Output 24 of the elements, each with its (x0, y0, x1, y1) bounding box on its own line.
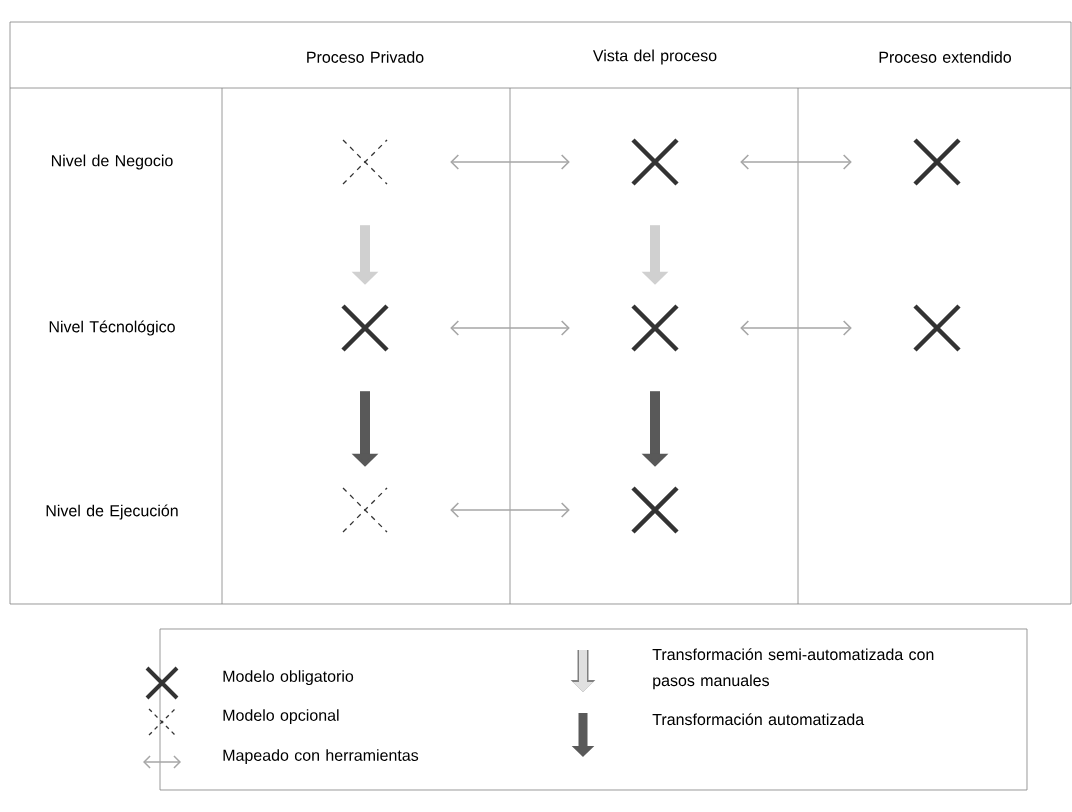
dashed-cross-mark (342, 139, 388, 185)
cross-mark (912, 303, 962, 353)
legend-text: Mapeado con herramientas (223, 749, 419, 765)
cross-mark (630, 485, 680, 535)
dashed-cross-mark (342, 487, 388, 533)
double-arrow (740, 320, 852, 336)
column-header: Vista del proceso (592, 49, 717, 65)
row-label: Nivel Técnológico (49, 320, 175, 336)
cross-mark (340, 303, 390, 353)
double-arrow (450, 320, 570, 336)
legend-text: Transformación automatizada (652, 713, 865, 726)
cross-mark (630, 137, 680, 187)
legend-text: Modelo opcional (223, 709, 339, 725)
column-header: Proceso extendido (879, 51, 1011, 63)
cross-mark (912, 137, 962, 187)
column-header: Proceso Privado (307, 51, 424, 63)
legend-text: Transformación semi-automatizada con pasos manuales (652, 648, 934, 690)
double-arrow (450, 154, 570, 170)
cross-mark (630, 303, 680, 353)
double-arrow (740, 154, 852, 170)
row-label: Nivel de Ejecución (46, 504, 178, 520)
legend-text: Modelo obligatorio (223, 670, 354, 686)
row-label: Nivel de Negocio (51, 154, 173, 170)
double-arrow (450, 502, 570, 518)
